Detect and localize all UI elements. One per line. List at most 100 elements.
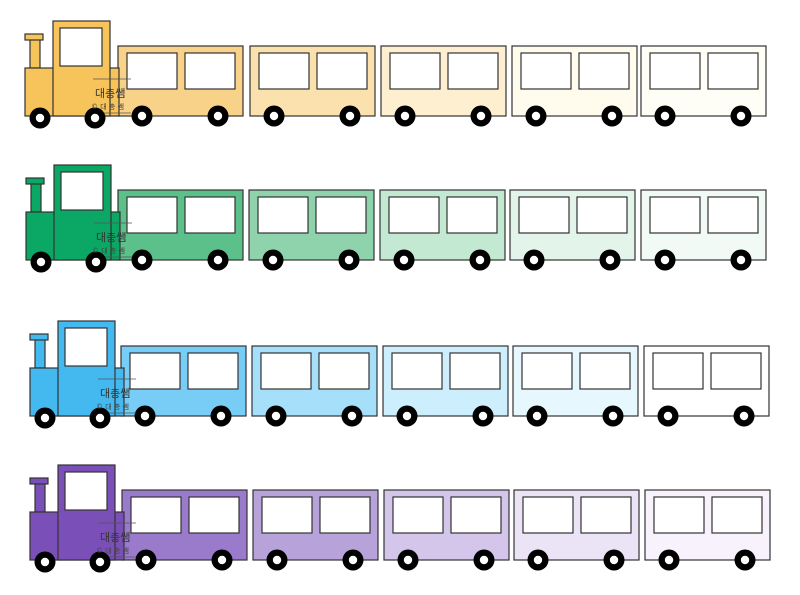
wheel-hub [475,255,485,265]
wheel-hub [739,411,749,421]
wheel-hub [137,111,147,121]
car-window-left [518,196,570,234]
wheel-hub [531,111,541,121]
wheel-hub [605,255,615,265]
engine-window [59,27,103,67]
engine-chimney [30,181,42,213]
car-window-left [258,52,310,90]
wheel-hub [479,555,489,565]
engine-window [64,471,108,511]
car-window-right [447,52,499,90]
wheel-hub [140,411,150,421]
train-yellow: 대충쌤© 대 충 쌤 [24,20,767,129]
wheel-hub [95,557,105,567]
wheel-hub [663,411,673,421]
car-window-right [187,352,239,390]
train-car [640,45,767,127]
wheel-hub [609,555,619,565]
train-car [512,345,639,427]
engine-chimney [34,481,46,513]
car-window-left [260,352,312,390]
car-window-left [652,352,704,390]
train-car [248,189,375,271]
car-window-right [580,496,632,534]
car-window-left [653,496,705,534]
car-window-left [261,496,313,534]
wheel-hub [533,555,543,565]
train-car [644,489,771,571]
car-window-right [315,196,367,234]
train-car [117,45,244,127]
wheel-hub [736,255,746,265]
wheel-hub [608,411,618,421]
train-car [380,45,507,127]
wheel-hub [36,257,46,267]
car-window-right [707,196,759,234]
engine-window [60,171,104,211]
wheel-hub [95,413,105,423]
car-window-left [389,52,441,90]
car-window-left [126,52,178,90]
wheel-hub [348,555,358,565]
train-purple: 대충쌤 © 대 충 쌤 [29,464,771,573]
train-car [383,489,510,571]
car-window-right [449,352,501,390]
watermark-copyright: © 대 충 쌤 [96,402,129,411]
wheel-hub [399,255,409,265]
watermark-copyright: © 대 충 쌤 [96,546,129,555]
wheel-hub [137,255,147,265]
wheel-hub [736,111,746,121]
train-car [511,45,638,127]
wheel-hub [272,555,282,565]
train-car [640,189,767,271]
wheel-hub [40,413,50,423]
train-green: 대충쌤 © 대 충 쌤 [25,164,767,273]
wheel-hub [478,411,488,421]
train-car [509,189,636,271]
wheel-hub [271,411,281,421]
train-car [513,489,640,571]
train-car [251,345,378,427]
car-window-left [257,196,309,234]
wheel-hub [216,411,226,421]
train-car [643,345,770,427]
wheel-hub [400,111,410,121]
wheel-hub [403,555,413,565]
car-window-right [184,52,236,90]
wheel-hub [268,255,278,265]
car-window-right [710,352,762,390]
train-car [379,189,506,271]
train-car [382,345,509,427]
train-car [252,489,379,571]
watermark-name: 대충쌤 [100,531,130,544]
car-window-left [649,196,701,234]
car-window-right [579,352,631,390]
wheel-hub [347,411,357,421]
wheel-hub [740,555,750,565]
car-window-right [576,196,628,234]
wheel-hub [660,255,670,265]
wheel-hub [91,257,101,267]
car-window-right [184,196,236,234]
wheel-hub [90,113,100,123]
car-window-left [520,52,572,90]
wheel-hub [35,113,45,123]
car-window-right [446,196,498,234]
train-car [249,45,376,127]
watermark-name: 대충쌤 [100,387,130,400]
wheel-hub [213,255,223,265]
watermark-name: 대충쌤 [96,231,126,244]
car-window-right [316,52,368,90]
car-window-left [391,352,443,390]
wheel-hub [141,555,151,565]
wheel-hub [40,557,50,567]
car-window-right [188,496,240,534]
watermark-name: 대충쌤 [95,87,125,100]
wheel-hub [529,255,539,265]
engine-chimney [29,37,41,69]
car-window-left [392,496,444,534]
engine: 대충쌤 © 대 충 쌤 [25,164,132,273]
watermark-copyright: © 대 충 쌤 [92,246,125,255]
